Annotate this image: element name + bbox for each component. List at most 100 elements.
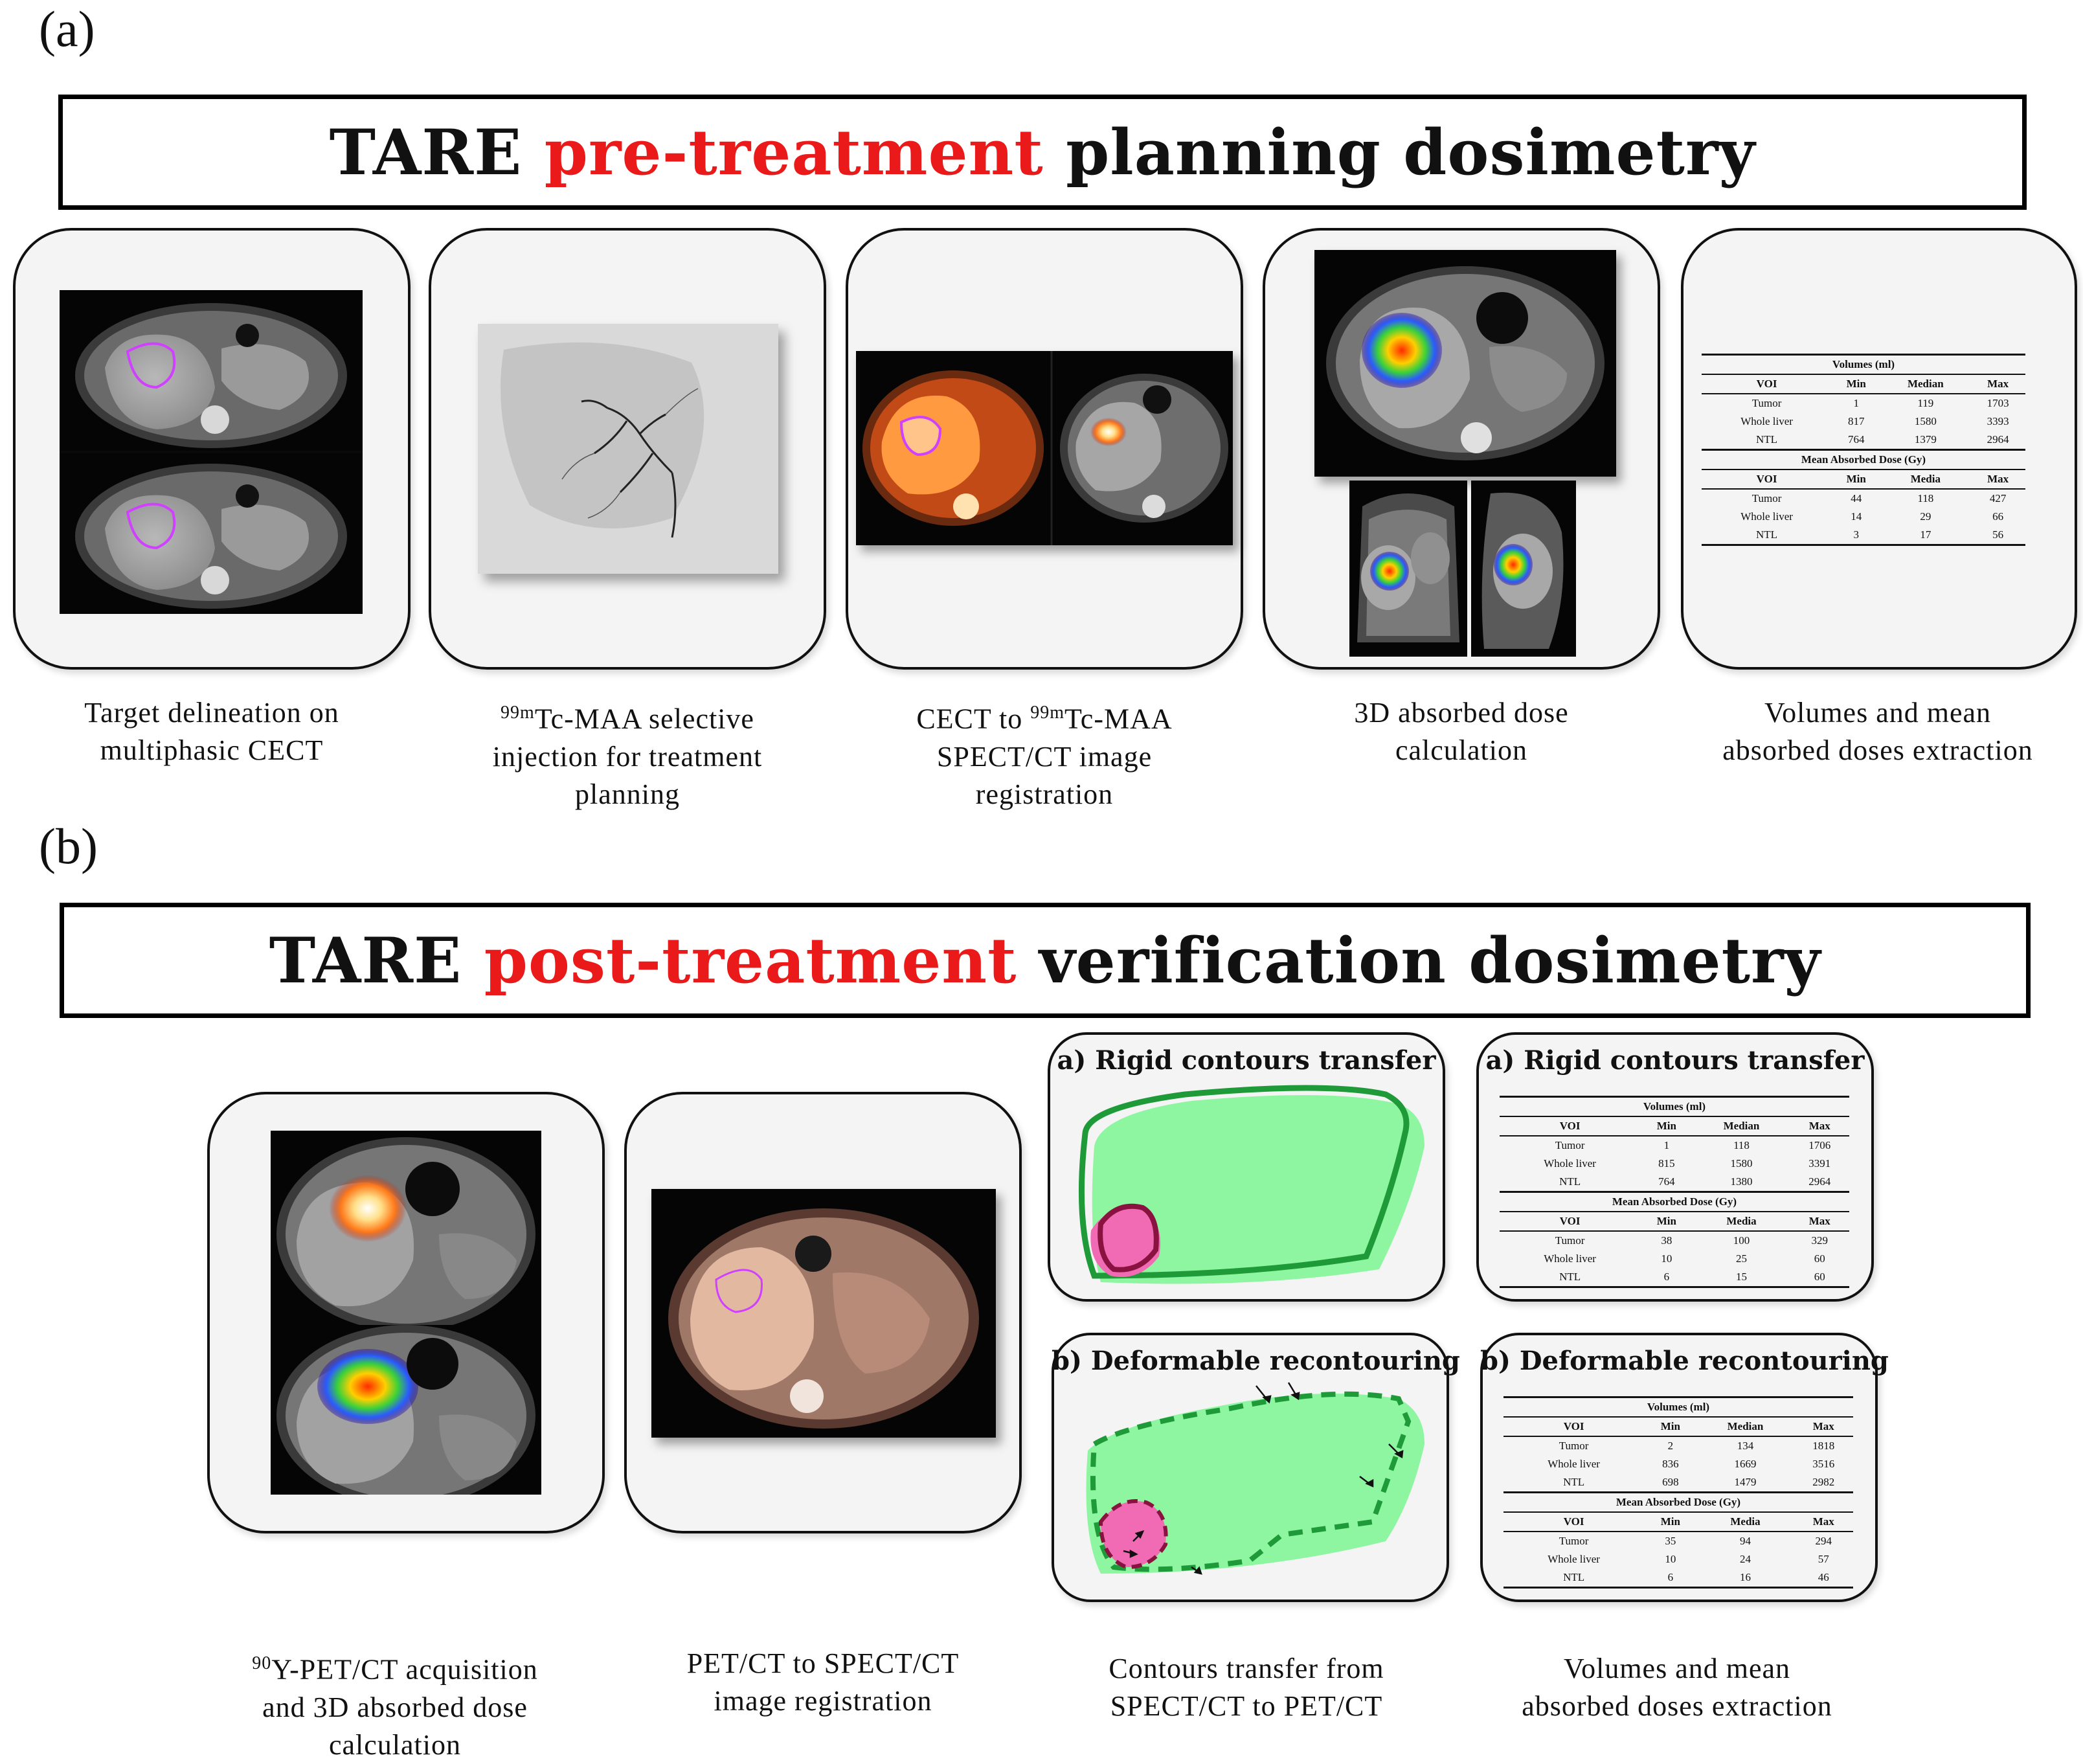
table-cell: Tumor (1751, 397, 1782, 409)
caption-maa-injection: 99mTc-MAA selective injection for treatm… (429, 694, 826, 813)
caption-line: CECT to 99mTc-MAA (846, 694, 1243, 738)
banner-post-treatment: TARE post-treatment verification dosimet… (60, 903, 2031, 1018)
deformable-contours-diagram (1086, 1382, 1424, 1575)
table-cell: 817 (1848, 415, 1865, 427)
banner-text-post: verification dosimetry (1017, 923, 1821, 997)
table-cell: 10 (1665, 1553, 1676, 1565)
banner-pre-treatment: TARE pre-treatment planning dosimetry (58, 95, 2027, 210)
caption-sup: 99m (501, 703, 535, 723)
table-cell: 764 (1658, 1175, 1675, 1188)
table-section-title: Volumes (ml) (1503, 1396, 1853, 1418)
table-cell: 1 (1853, 397, 1860, 409)
table-cell: 427 (1989, 492, 2007, 504)
table-cell: 2964 (1808, 1175, 1831, 1188)
table-cell: 2 (1667, 1440, 1674, 1452)
table-cell: 3391 (1808, 1157, 1831, 1170)
caption-line: 90Y-PET/CT acquisition (194, 1645, 596, 1689)
table-header: Median (1696, 1417, 1794, 1437)
table-cell: NTL (1702, 526, 1832, 546)
caption-line: and 3D absorbed dose (262, 1691, 528, 1723)
caption-line: registration (975, 778, 1114, 810)
caption-pet-ct-acquisition: 90Y-PET/CT acquisition and 3D absorbed d… (194, 1645, 596, 1764)
caption-line: Contours transfer from (1109, 1653, 1384, 1684)
table-cell: 29 (1920, 510, 1931, 523)
table-header: Median (1880, 374, 1971, 394)
table-cell: 100 (1733, 1234, 1750, 1247)
table-section-title: Volumes (ml) (1500, 1096, 1849, 1117)
deformable-recontouring-title: b) Deformable recontouring (1052, 1346, 1460, 1376)
table-cell: 3393 (1987, 415, 2009, 427)
banner-text-post: planning dosimetry (1043, 115, 1756, 189)
table-cell: 119 (1917, 397, 1934, 409)
table-cell: 10 (1661, 1252, 1672, 1265)
caption-image-registration: CECT to 99mTc-MAA SPECT/CT image registr… (846, 694, 1243, 813)
table-cell: 57 (1818, 1553, 1829, 1565)
table-cell: NTL (1503, 1568, 1645, 1589)
dose-map-sagittal (1471, 481, 1576, 657)
table-cell: 60 (1790, 1268, 1849, 1288)
table-cell: Tumor (1555, 1139, 1585, 1151)
table-header: Max (1794, 1417, 1853, 1437)
table-header: Min (1644, 1417, 1697, 1437)
banner-text-pre: TARE (269, 923, 484, 997)
caption-text: Tc-MAA selective (534, 703, 754, 735)
table-header: Max (1790, 1116, 1849, 1136)
table-cell: 1818 (1812, 1440, 1835, 1452)
caption-line: multiphasic CECT (100, 734, 324, 766)
table-cell: Whole liver (1544, 1157, 1596, 1170)
table-cell: 1580 (1914, 415, 1937, 427)
caption-line: absorbed doses extraction (1722, 734, 2033, 766)
table-header: VOI (1702, 374, 1832, 394)
table-cell: Whole liver (1740, 415, 1793, 427)
card-volume-dose-table (1681, 228, 2077, 670)
table-cell: 698 (1662, 1476, 1679, 1488)
table-cell: Whole liver (1544, 1252, 1596, 1265)
table-cell: 329 (1811, 1234, 1828, 1247)
table-cell: 3516 (1812, 1458, 1835, 1470)
pet-ct-image (271, 1131, 541, 1325)
table-cell: 60 (1814, 1252, 1825, 1265)
table-cell: 118 (1917, 492, 1934, 504)
caption-pet-spect-registration: PET/CT to SPECT/CT image registration (624, 1645, 1022, 1720)
table-header: Media (1693, 1212, 1790, 1232)
table-header: Min (1832, 374, 1881, 394)
table-row: Whole liver 817 1580 3393 (1702, 413, 2025, 431)
table-cell: 6 (1640, 1268, 1693, 1288)
deformable-table-title: b) Deformable recontouring (1480, 1346, 1889, 1376)
table-cell: NTL (1563, 1476, 1585, 1488)
table-header: VOI (1503, 1417, 1645, 1437)
caption-sup: 90 (252, 1653, 272, 1673)
caption-line: PET/CT to SPECT/CT (686, 1647, 960, 1679)
caption-line: SPECT/CT image (936, 740, 1153, 773)
table-row: Tumor 1 119 1703 (1702, 394, 2025, 413)
table-cell: 35 (1665, 1535, 1676, 1547)
caption-line: absorbed doses extraction (1522, 1690, 1832, 1722)
table-cell: Tumor (1555, 1234, 1585, 1247)
dose-map-axial (1314, 250, 1616, 477)
caption-target-delineation: Target delineation on multiphasic CECT (13, 694, 411, 769)
caption-line: SPECT/CT to PET/CT (1110, 1690, 1383, 1722)
table-header: Max (1970, 469, 2025, 490)
table-cell: 1703 (1987, 397, 2009, 409)
table-cell: 6 (1644, 1568, 1697, 1589)
table-cell: 2964 (1987, 433, 2009, 446)
table-cell: Whole liver (1548, 1553, 1600, 1565)
table-header: Max (1970, 374, 2025, 394)
table-header: Min (1832, 469, 1881, 490)
table-cell: 3 (1832, 526, 1881, 546)
table-header: VOI (1500, 1212, 1641, 1232)
caption-line: injection for treatment (492, 740, 763, 773)
panel-a-label: (a) (39, 1, 95, 57)
card-deformable-table (1480, 1333, 1878, 1602)
caption-text: Y-PET/CT acquisition (271, 1653, 538, 1686)
table-cell: 56 (1970, 526, 2025, 546)
